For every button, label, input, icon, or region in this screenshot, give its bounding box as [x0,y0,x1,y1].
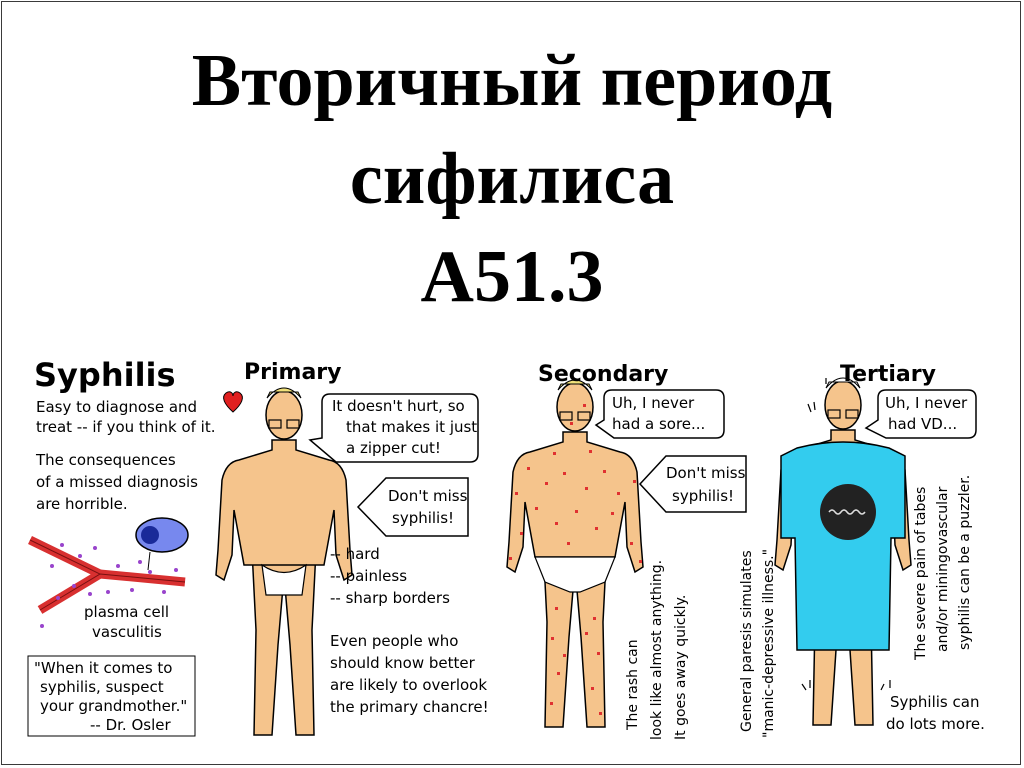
primary-note-1: Even people who [330,632,459,650]
tertiary-tabes-line-1: The severe pain of tabes [913,486,929,660]
secondary-bubble-line-2: had a sore... [612,415,706,433]
poster-heading: Syphilis [34,356,176,394]
quote-line-2: syphilis, suspect [40,678,164,696]
primary-note-2: should know better [330,654,475,672]
heart-icon [223,391,243,413]
secondary-arrow-line-1: Don't miss [666,464,746,482]
tertiary-more-line-1: Syphilis can [890,693,980,711]
secondary-figure [506,379,644,728]
vasculitis-line-2: vasculitis [92,623,162,641]
secondary-rash-line-1: The rash can [625,639,641,730]
quote-line-3: your grandmother." [40,697,188,715]
primary-label: Primary [244,360,342,385]
primary-feature-3: -- sharp borders [330,589,450,607]
vasculitis-line-1: plasma cell [84,603,170,621]
primary-note-4: the primary chancre! [330,698,489,716]
tertiary-figure [774,377,912,726]
tertiary-motion-marks [801,378,891,691]
tertiary-bubble-line-2: had VD... [888,415,958,433]
tertiary-label: Tertiary [840,362,936,387]
quote-box [27,655,196,737]
primary-arrow-line-2: syphilis! [392,509,455,527]
consequence-line-2: of a missed diagnosis [36,473,198,491]
secondary-rash-line-3: It goes away quickly. [673,594,689,740]
primary-figure [215,387,353,736]
secondary-label: Secondary [538,362,669,387]
intro-line-2: treat -- if you think of it. [36,418,216,436]
quote-author: -- Dr. Osler [90,716,171,734]
secondary-rash-line-2: look like almost anything. [649,559,665,740]
primary-feature-2: -- painless [330,567,408,585]
secondary-bubble-line-1: Uh, I never [612,394,695,412]
consequence-line-1: The consequences [36,451,176,469]
slide-title-line-1: Вторичный период [191,40,833,122]
primary-note-3: are likely to overlook [330,676,488,694]
secondary-arrow-line-2: syphilis! [672,487,735,505]
tertiary-bubble-line-1: Uh, I never [885,394,968,412]
intro-line-1: Easy to diagnose and [36,398,198,416]
tertiary-paresis-line-1: General paresis simulates [739,550,755,732]
secondary-arrow-callout [638,455,747,513]
primary-arrow-line-1: Don't miss [388,487,468,505]
quote-line-1: "When it comes to [34,659,173,677]
tertiary-paresis-line-2: "manic-depressive illness." [761,548,777,738]
slide-title-line-2: сифилиса [349,138,675,220]
slide-title-line-3: А51.3 [420,236,604,318]
tertiary-tabes-line-3: syphilis can be a puzzler. [957,474,973,650]
tertiary-speech-bubble [864,389,977,439]
primary-feature-1: -- hard [330,545,380,563]
consequence-line-3: are horrible. [36,495,128,513]
tertiary-tabes-line-2: and/or miningovascular [935,486,951,652]
primary-arrow-callout [356,477,469,537]
tertiary-more-line-2: do lots more. [886,715,985,733]
vasculitis-graphic [28,517,189,628]
primary-bubble-line-2: that makes it just [346,418,478,436]
primary-bubble-line-1: It doesn't hurt, so [332,397,465,415]
primary-bubble-line-3: a zipper cut! [346,439,441,457]
primary-speech-bubble [308,393,479,463]
secondary-speech-bubble [594,389,725,439]
